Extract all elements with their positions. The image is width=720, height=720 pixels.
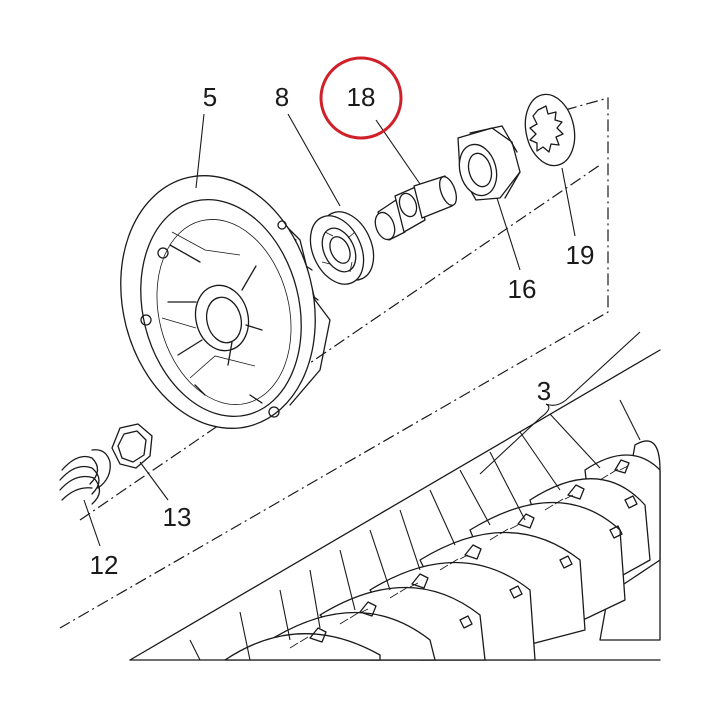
label-5: 5 bbox=[203, 82, 217, 112]
label-18: 18 bbox=[347, 82, 376, 112]
label-19: 19 bbox=[566, 240, 595, 270]
pressure-plate bbox=[120, 175, 331, 429]
spring bbox=[59, 449, 111, 505]
circlip bbox=[111, 423, 153, 469]
bearing bbox=[309, 211, 375, 285]
leader-8 bbox=[287, 113, 341, 207]
lock-washer bbox=[524, 93, 576, 167]
label-16: 16 bbox=[508, 274, 537, 304]
leader-16 bbox=[496, 197, 521, 271]
highlight-circle bbox=[319, 56, 403, 140]
leader-19 bbox=[561, 167, 576, 237]
lock-nut bbox=[457, 125, 521, 201]
leader-18 bbox=[375, 119, 421, 185]
leader-13 bbox=[139, 461, 169, 501]
leader-12 bbox=[83, 499, 101, 547]
label-3: 3 bbox=[537, 376, 551, 406]
assembly-frame-line bbox=[59, 97, 609, 629]
clutch-plate-stack bbox=[129, 349, 661, 661]
bracket-3 bbox=[479, 331, 641, 475]
leader-5 bbox=[195, 113, 205, 189]
label-8: 8 bbox=[275, 82, 289, 112]
label-13: 13 bbox=[163, 502, 192, 532]
leader-3-lines bbox=[189, 399, 641, 661]
push-rod-pin bbox=[374, 175, 457, 241]
label-12: 12 bbox=[90, 550, 119, 580]
centre-axis bbox=[79, 164, 601, 521]
